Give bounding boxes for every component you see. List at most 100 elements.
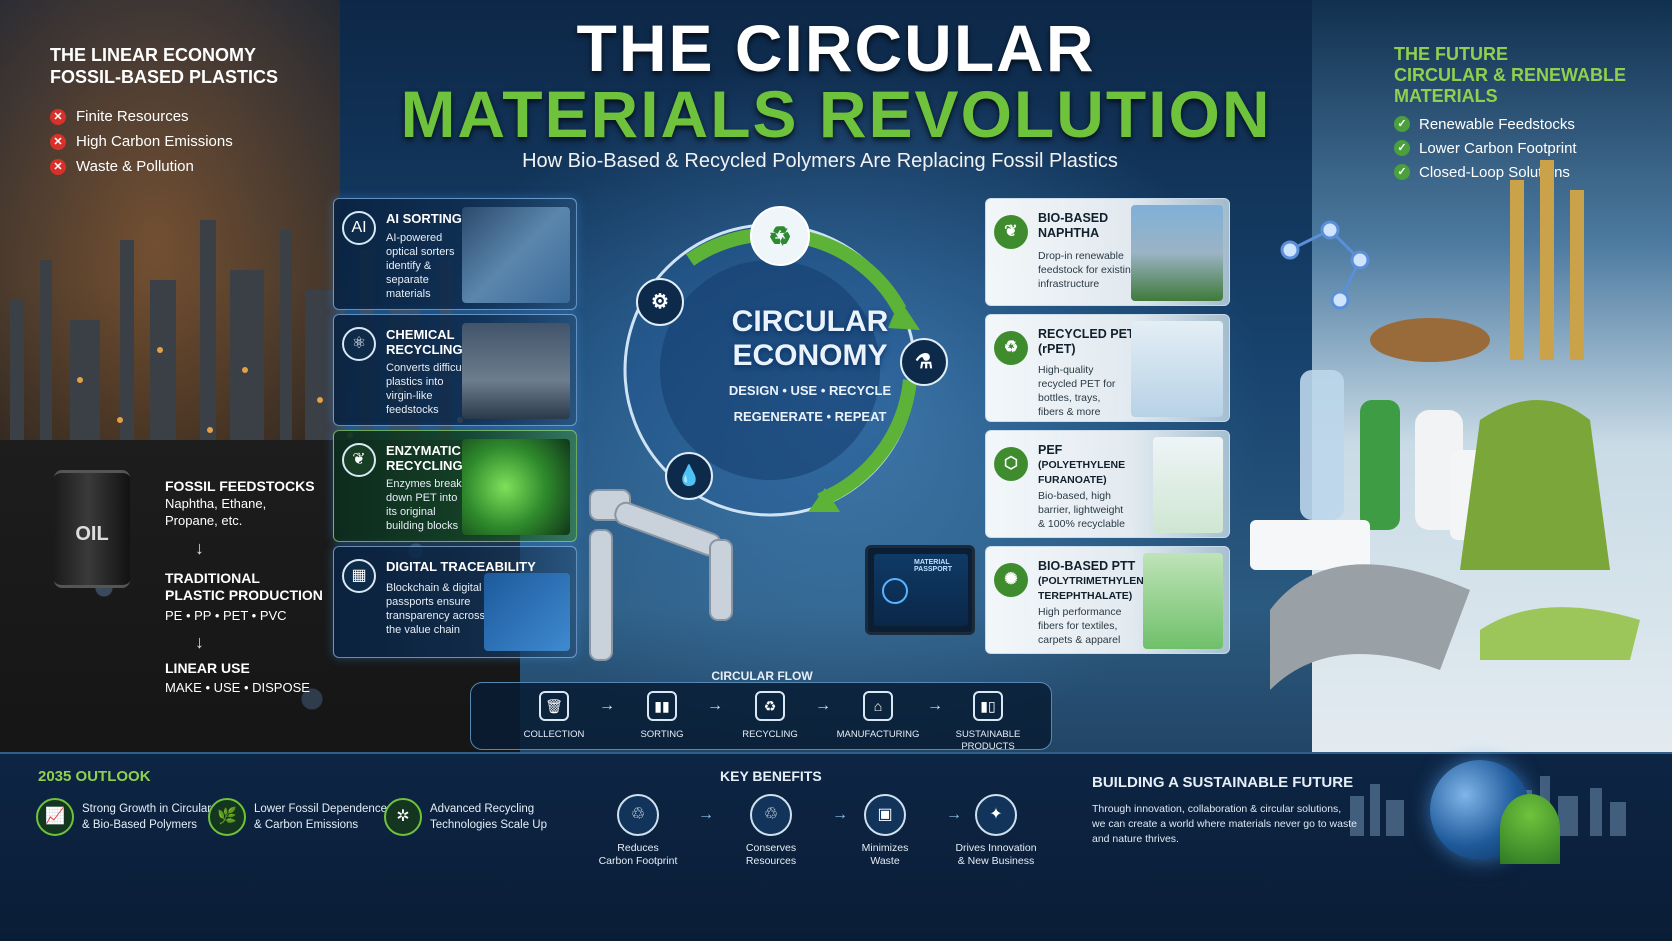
card-title: AI SORTING xyxy=(386,211,462,226)
outlook-item: 📈 Strong Growth in Circular & Bio-Based … xyxy=(36,798,211,836)
barrel-label: OIL xyxy=(75,523,109,545)
key-benefits-heading: KEY BENEFITS xyxy=(720,768,822,784)
sprout-icon xyxy=(1500,794,1560,864)
future-heading-line1: THE FUTURE xyxy=(1394,44,1508,64)
sustainable-future-line: we can create a world where materials ne… xyxy=(1092,818,1357,830)
flow-step-recycling: ♻ RECYCLING xyxy=(725,691,815,741)
card-title: DIGITAL TRACEABILITY xyxy=(386,559,536,574)
growth-chart-icon: 📈 xyxy=(36,798,74,836)
benefit-label: Conserves Resources xyxy=(716,842,826,868)
card-body-line: High performance xyxy=(1038,606,1122,618)
card-body-line: feedstocks xyxy=(386,404,439,416)
future-heading-line3: MATERIALS xyxy=(1394,86,1498,106)
card-body: High performance fibers for textiles, ca… xyxy=(1038,605,1138,647)
card-title-line: (POLYTRIMETHYLENE xyxy=(1038,575,1151,587)
check-icon: ✓ xyxy=(1394,116,1410,132)
list-item-label: Finite Resources xyxy=(76,108,189,125)
benefit-label-line: Minimizes xyxy=(861,842,909,854)
benefit-label-line: Resources xyxy=(745,855,797,867)
fossil-feedstocks-block: FOSSIL FEEDSTOCKS Naphtha, Ethane, Propa… xyxy=(165,478,315,529)
circular-flow-bar: CIRCULAR FLOW 🗑 COLLECTION → ▮▮ SORTING … xyxy=(470,669,1052,753)
future-benefits-list: ✓Renewable Feedstocks ✓Lower Carbon Foot… xyxy=(1394,112,1577,184)
robot-arm-illustration xyxy=(589,489,733,661)
ai-chip-icon: AI xyxy=(342,211,376,245)
pet-bottles-image xyxy=(1131,321,1223,417)
card-body-line: identify & xyxy=(386,260,432,272)
arrow-right-icon: → xyxy=(599,697,615,714)
card-body-line: Enzymes break xyxy=(386,478,462,490)
cycle-sub-line1: DESIGN • USE • RECYCLE xyxy=(728,383,892,398)
benefit-label-line: Drives Innovation xyxy=(955,842,1037,854)
benefit-item: ✦ Drives Innovation & New Business xyxy=(941,794,1051,868)
outlook-text-line: Advanced Recycling xyxy=(430,803,535,815)
fossil-feedstocks-text: Naphtha, Ethane, xyxy=(165,496,267,511)
dashboard-image xyxy=(484,573,570,651)
outlook-text-line: Technologies Scale Up xyxy=(430,819,547,831)
factory-icon: ⌂ xyxy=(863,691,893,721)
list-item: ✕Waste & Pollution xyxy=(50,154,233,179)
circular-flow-title: CIRCULAR FLOW xyxy=(711,669,813,683)
cube-icon: ⬡ xyxy=(994,447,1028,481)
pef-bottles-image xyxy=(1153,437,1223,533)
sustainable-future-heading: BUILDING A SUSTAINABLE FUTURE xyxy=(1092,774,1354,791)
card-body: High-quality recycled PET for bottles, t… xyxy=(1038,363,1133,419)
production-title: PLASTIC PRODUCTION xyxy=(165,587,323,603)
network-tree-icon: ✲ xyxy=(384,798,422,836)
card-body-line: feedstock for existing xyxy=(1038,264,1137,276)
linear-heading-line1: THE LINEAR ECONOMY xyxy=(50,45,257,65)
gauge-icon xyxy=(882,578,908,604)
card-body: Enzymes break down PET into its original… xyxy=(386,477,486,533)
list-item: ✓Closed-Loop Solutions xyxy=(1394,160,1577,184)
flow-step-collection: 🗑 COLLECTION xyxy=(509,691,599,741)
flow-step-label: MANUFACTURING xyxy=(836,729,920,740)
recycle-icon: ♻ xyxy=(750,206,810,266)
outlook-text-line: & Carbon Emissions xyxy=(254,819,359,831)
benefit-label-line: Waste xyxy=(870,855,900,867)
bottles-icon: ▮▮ xyxy=(647,691,677,721)
card-body-line: transparency across xyxy=(386,610,486,622)
brain-icon: ⚙ xyxy=(636,278,684,326)
list-item: ✓Lower Carbon Footprint xyxy=(1394,136,1577,160)
flow-step-label-line: PRODUCTS xyxy=(961,741,1015,752)
leaf-icon: ❦ xyxy=(994,215,1028,249)
card-body-line: down PET into xyxy=(386,492,458,504)
card-body-line: recycled PET for xyxy=(1038,378,1116,390)
future-heading: THE FUTURE CIRCULAR & RENEWABLE MATERIAL… xyxy=(1394,44,1626,107)
linear-use-title: LINEAR USE xyxy=(165,660,250,676)
linear-use-text: MAKE • USE • DISPOSE xyxy=(165,680,310,695)
benefit-label: Reduces Carbon Footprint xyxy=(583,842,693,868)
linear-problems-list: ✕Finite Resources ✕High Carbon Emissions… xyxy=(50,104,233,179)
card-title-line: (POLYETHYLENE xyxy=(1038,459,1126,471)
cycle-title-line2: ECONOMY xyxy=(732,339,888,372)
outlook-item: 🌿 Lower Fossil Dependence & Carbon Emiss… xyxy=(208,798,387,836)
card-body-line: bottles, trays, xyxy=(1038,392,1101,404)
flow-step-sorting: ▮▮ SORTING xyxy=(617,691,707,741)
enzyme-image xyxy=(462,439,570,535)
monitor: MATERIAL PASSPORT xyxy=(865,545,975,635)
linear-heading-line2: FOSSIL-BASED PLASTICS xyxy=(50,67,279,87)
future-heading-line2: CIRCULAR & RENEWABLE xyxy=(1394,65,1626,85)
production-text: PE • PP • PET • PVC xyxy=(165,608,287,623)
benefit-label: Drives Innovation & New Business xyxy=(941,842,1051,868)
check-icon: ✓ xyxy=(1394,140,1410,156)
ai-sorting-card: AI AI SORTING AI-powered optical sorters… xyxy=(333,198,577,310)
flow-step-products: ▮▯ SUSTAINABLE PRODUCTS xyxy=(943,691,1033,753)
card-title: BIO-BASED NAPHTHA xyxy=(1038,211,1148,241)
outlook-item: ✲ Advanced Recycling Technologies Scale … xyxy=(384,798,547,836)
flow-step-manufacturing: ⌂ MANUFACTURING xyxy=(833,691,923,741)
check-icon: ✓ xyxy=(1394,164,1410,180)
bottom-panel: 2035 OUTLOOK 📈 Strong Growth in Circular… xyxy=(0,752,1672,941)
molecule-icon: ⚛ xyxy=(342,327,376,361)
card-body-line: materials xyxy=(386,288,431,300)
benefit-item: ♲ Reduces Carbon Footprint xyxy=(583,794,693,868)
page-title-line1: THE CIRCULAR xyxy=(576,11,1096,85)
benefit-label-line: & New Business xyxy=(957,855,1035,867)
card-title-line: PEF xyxy=(1038,443,1063,457)
arrow-right-icon: → xyxy=(707,697,723,714)
ptt-fibers-image xyxy=(1143,553,1223,649)
cycle-center: CIRCULAR ECONOMY DESIGN • USE • RECYCLE … xyxy=(690,305,930,475)
card-body-line: High-quality xyxy=(1038,364,1094,376)
x-icon: ✕ xyxy=(50,158,66,175)
card-title: PEF (POLYETHYLENE FURANOATE) xyxy=(1038,443,1158,488)
card-title: ENZYMATIC RECYCLING xyxy=(386,443,496,473)
